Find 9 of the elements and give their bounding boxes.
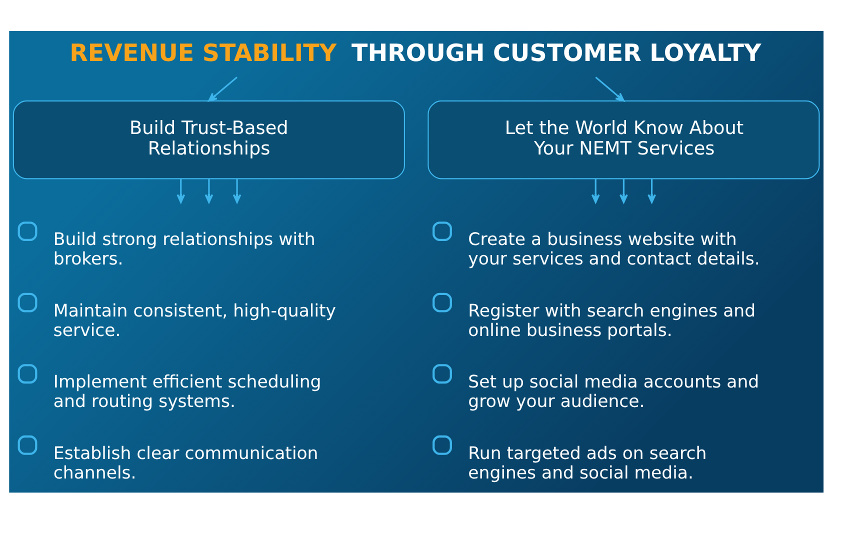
label: Register with search engines and online business portals. [468,301,756,341]
label: Establish clear communication channels. [52,444,318,484]
label: Implement efficient scheduling and routing systems. [52,372,321,412]
label: Build strong relationships with brokers. [52,230,315,270]
label: Create a business website with your services and contact details. [468,230,760,270]
label: Maintain consistent, high-quality service. [52,301,336,341]
label: Set up social media accounts and grow your audience. [468,372,759,412]
diagram-title: REVENUE STABILITY THROUGH CUSTOMER LOYALTY [69,38,761,67]
label: Run targeted ads on search engines and social media. [468,444,706,484]
